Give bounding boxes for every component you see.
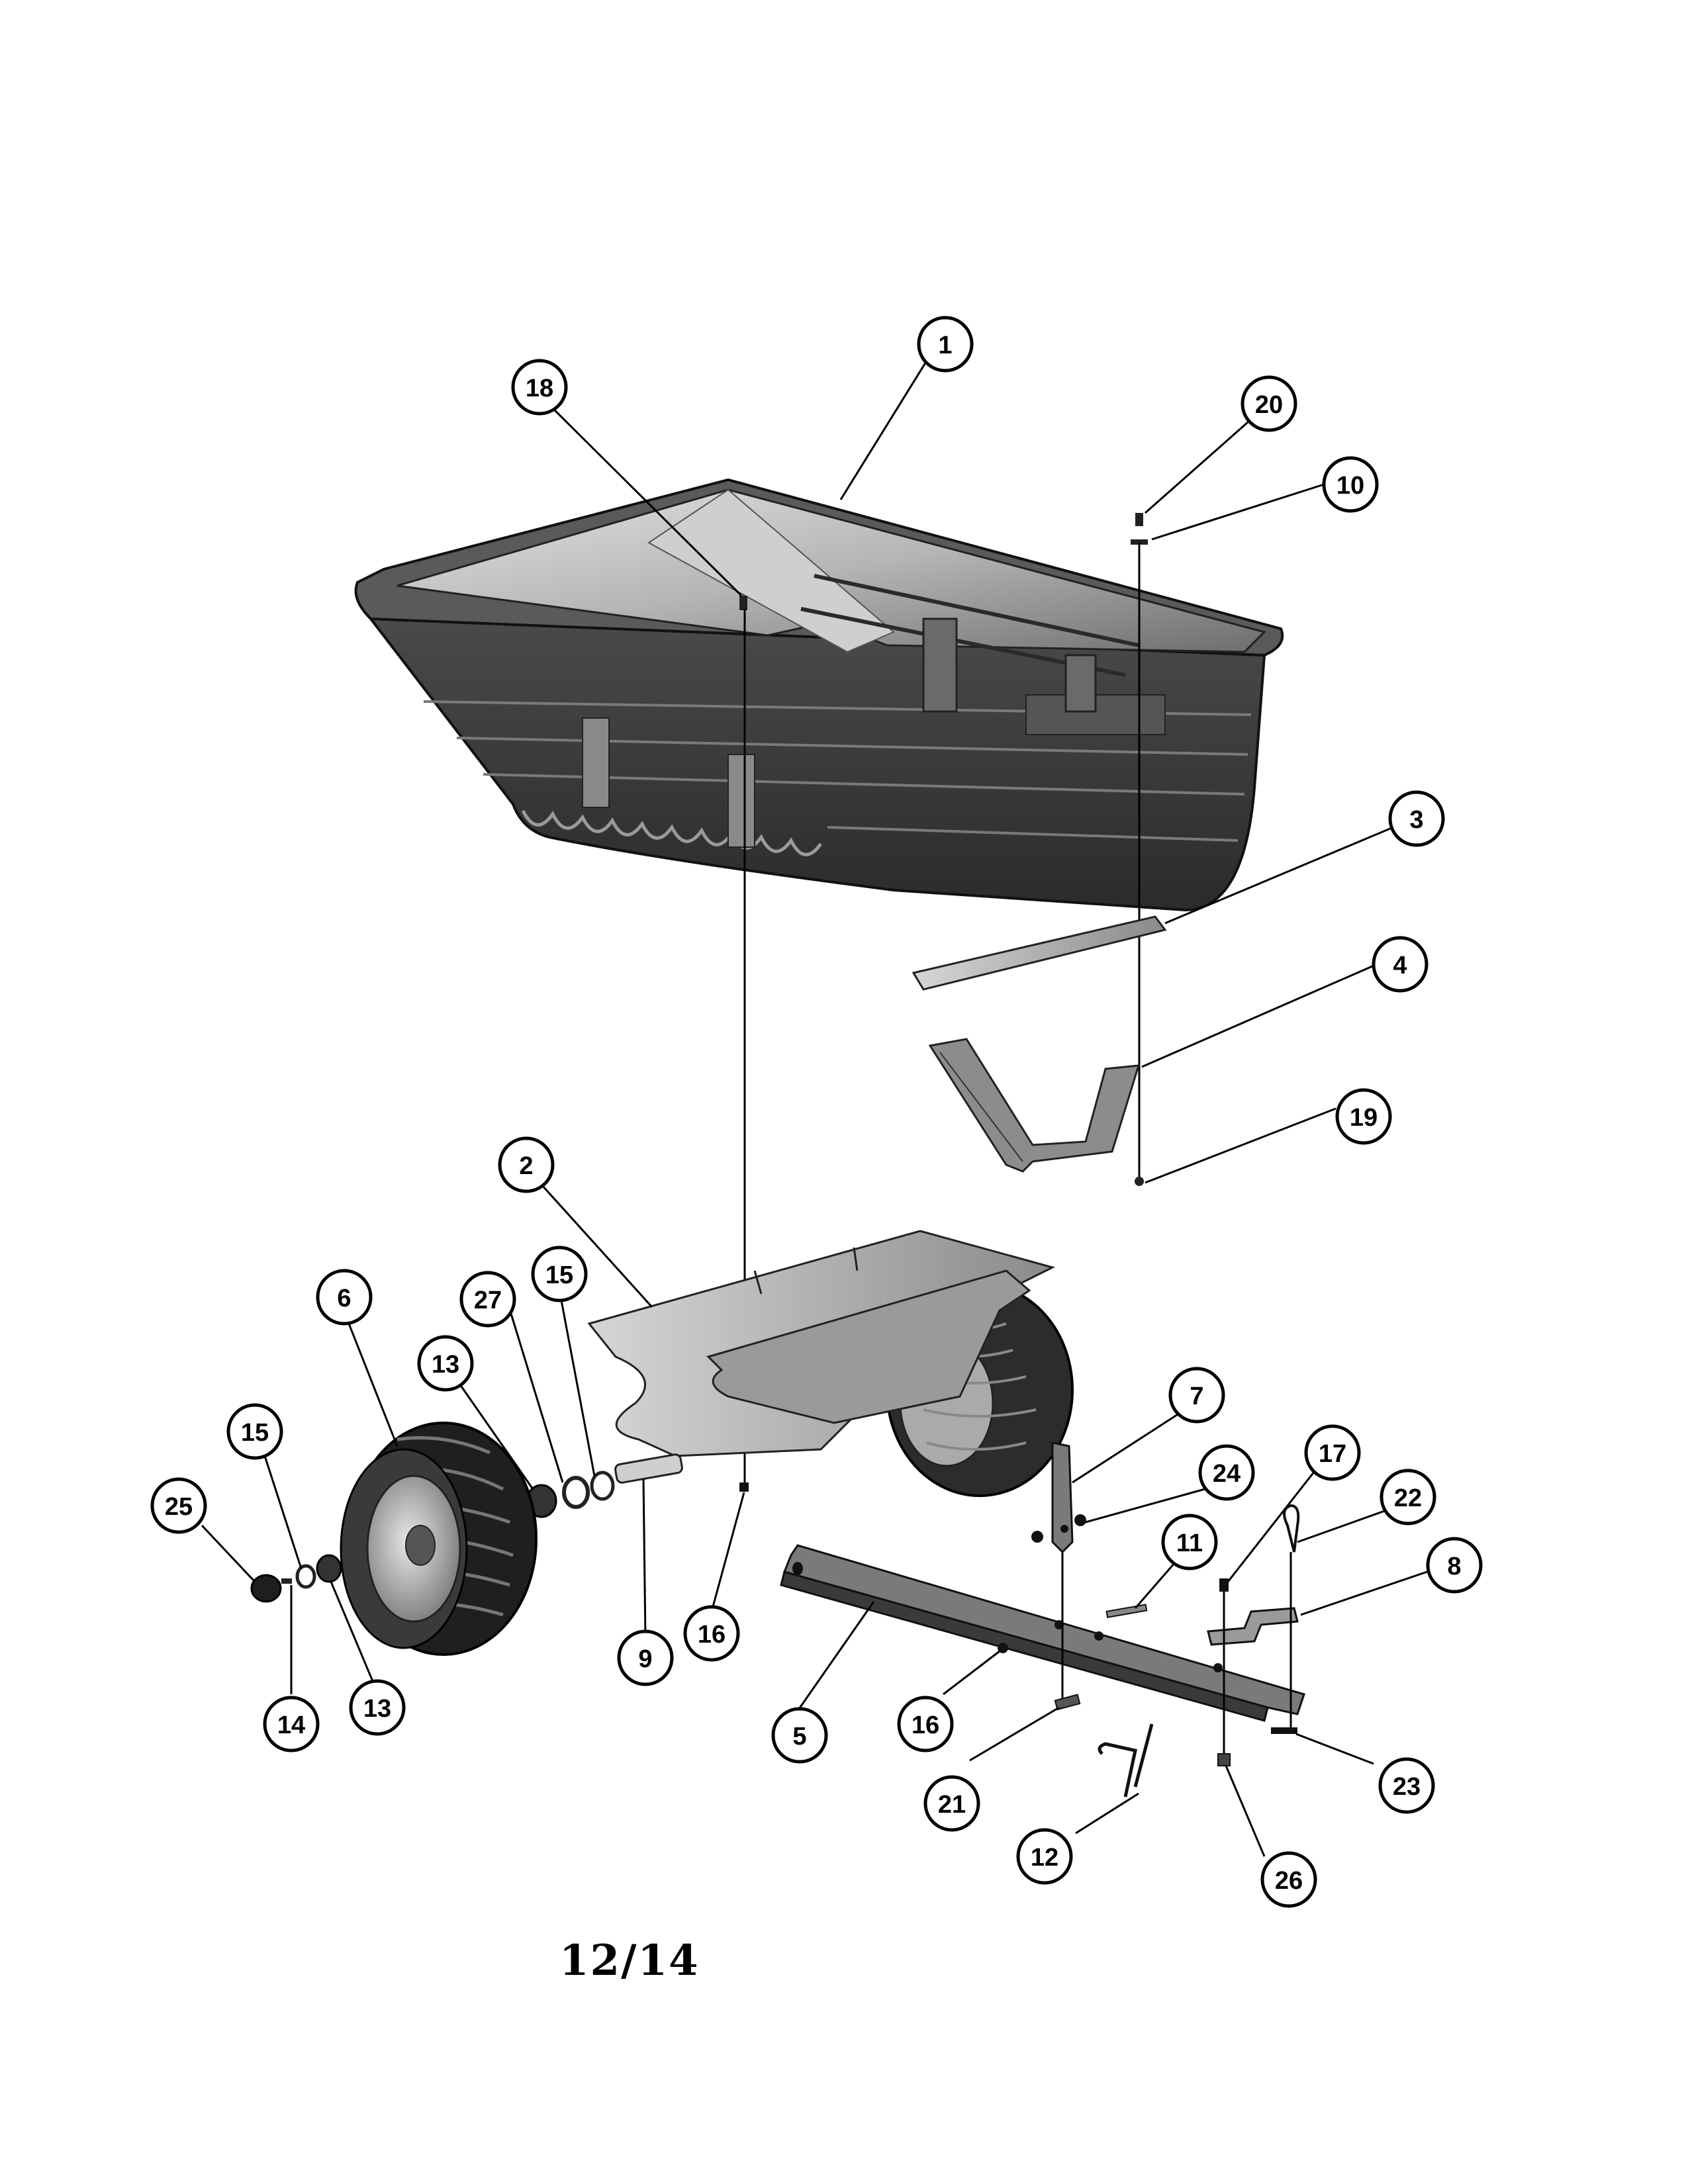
washer-27 [562, 1476, 590, 1509]
svg-text:15: 15 [241, 1419, 269, 1447]
bolt-18 [739, 596, 747, 610]
svg-text:13: 13 [432, 1351, 459, 1379]
hitch-pin-22 [1283, 1504, 1300, 1553]
callout-8: 8 [1426, 1537, 1483, 1594]
bolt-17 [1219, 1578, 1229, 1592]
callout-21: 21 [923, 1775, 980, 1832]
washer-10 [1131, 539, 1148, 545]
svg-text:16: 16 [698, 1621, 726, 1649]
svg-text:21: 21 [938, 1791, 966, 1819]
callout-22: 22 [1380, 1469, 1436, 1525]
callout-16-lower: 16 [897, 1696, 954, 1752]
pin-11 [1105, 1604, 1148, 1618]
svg-text:3: 3 [1409, 806, 1423, 834]
callout-14: 14 [263, 1696, 320, 1752]
callout-26: 26 [1260, 1851, 1317, 1908]
callout-15-left: 15 [226, 1403, 283, 1460]
hub-cap-25 [250, 1574, 282, 1603]
hitch-bracket-8 [1207, 1607, 1299, 1646]
bracket-7 [1051, 1441, 1074, 1554]
callout-11: 11 [1161, 1514, 1218, 1570]
callout-7: 7 [1168, 1367, 1225, 1424]
svg-text:12: 12 [1031, 1844, 1058, 1872]
svg-text:19: 19 [1350, 1104, 1378, 1132]
svg-text:5: 5 [792, 1723, 806, 1751]
svg-text:15: 15 [545, 1261, 573, 1289]
bushing-13-left [316, 1554, 342, 1583]
callout-3: 3 [1388, 790, 1445, 847]
svg-text:22: 22 [1394, 1484, 1422, 1512]
callout-13-left: 13 [349, 1679, 406, 1736]
nut-19 [1135, 1177, 1144, 1186]
svg-text:25: 25 [165, 1493, 193, 1521]
callout-24: 24 [1198, 1444, 1255, 1501]
nut-16-lower [998, 1643, 1008, 1653]
strap-3 [912, 915, 1167, 991]
bolt-20 [1135, 513, 1143, 526]
callout-6: 6 [316, 1269, 373, 1326]
tongue-5 [780, 1544, 1305, 1722]
callout-23: 23 [1378, 1757, 1435, 1814]
wheel-6 [340, 1422, 538, 1656]
svg-text:26: 26 [1275, 1867, 1303, 1895]
nut-26 [1217, 1753, 1231, 1766]
pin-14 [281, 1578, 292, 1584]
callout-20: 20 [1241, 375, 1297, 432]
callout-15-right: 15 [531, 1246, 588, 1302]
svg-text:7: 7 [1190, 1383, 1203, 1410]
axle-frame-2 [587, 1230, 1074, 1497]
callout-5: 5 [771, 1707, 828, 1764]
svg-text:23: 23 [1393, 1773, 1421, 1801]
svg-text:4: 4 [1393, 952, 1407, 979]
callout-markers: 1 18 20 10 3 4 19 2 6 27 15 13 15 25 14 … [150, 316, 1483, 1908]
svg-text:17: 17 [1319, 1440, 1346, 1468]
callout-13-right: 13 [417, 1335, 474, 1392]
nut-16-upper [739, 1482, 749, 1492]
svg-text:1: 1 [938, 332, 952, 359]
svg-text:20: 20 [1255, 391, 1283, 419]
spring-21 [1054, 1694, 1081, 1711]
stand-12 [1098, 1723, 1154, 1797]
svg-text:14: 14 [277, 1711, 305, 1739]
callout-27: 27 [459, 1271, 516, 1328]
svg-text:10: 10 [1336, 472, 1364, 500]
nut-24 [1074, 1514, 1086, 1526]
callout-1: 1 [917, 316, 974, 373]
svg-text:13: 13 [363, 1695, 391, 1723]
svg-text:11: 11 [1176, 1529, 1203, 1557]
dump-tub [354, 478, 1284, 912]
svg-text:8: 8 [1447, 1553, 1461, 1580]
svg-text:27: 27 [474, 1287, 502, 1314]
callout-12: 12 [1016, 1828, 1073, 1885]
callout-4: 4 [1372, 936, 1429, 993]
svg-text:9: 9 [638, 1645, 652, 1673]
washer-15-left [295, 1564, 316, 1589]
page-number: 12/14 [559, 1936, 700, 1985]
v-bracket-4 [928, 1038, 1141, 1173]
svg-text:24: 24 [1213, 1460, 1241, 1488]
callout-16-upper: 16 [683, 1605, 740, 1662]
washer-15-right [590, 1471, 615, 1501]
svg-text:18: 18 [526, 375, 553, 402]
callout-2: 2 [498, 1136, 555, 1193]
clip-23 [1271, 1727, 1297, 1734]
callout-25: 25 [150, 1477, 207, 1534]
svg-text:2: 2 [519, 1152, 533, 1180]
callout-18: 18 [511, 359, 568, 416]
svg-text:16: 16 [912, 1711, 939, 1739]
callout-17: 17 [1304, 1424, 1361, 1481]
nut-7-left [1031, 1531, 1043, 1543]
svg-text:6: 6 [337, 1285, 351, 1312]
callout-9: 9 [617, 1629, 674, 1686]
callout-10: 10 [1322, 456, 1379, 513]
callout-leaders [201, 360, 1447, 1857]
axle-stub-9 [614, 1453, 683, 1484]
callout-19: 19 [1335, 1088, 1392, 1145]
